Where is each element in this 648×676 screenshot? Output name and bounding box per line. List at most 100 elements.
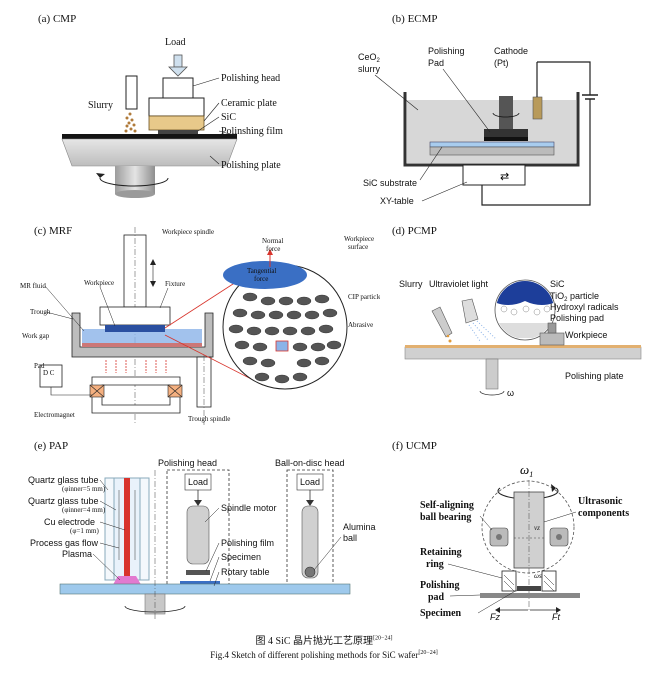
caption-en-text: Fig.4 Sketch of different polishing meth… [210, 650, 419, 660]
mr-fluid [82, 329, 202, 345]
pad-spindle [499, 96, 513, 129]
cip-label: CIP particle [348, 293, 380, 301]
plate-label: Polishing plate [221, 160, 281, 171]
substrate-label: SiC substrate [363, 178, 417, 188]
pad-label-2: pad [428, 592, 445, 603]
panel-title: (f) UCMP [392, 440, 437, 452]
spindle-label: Workpiece spindle [162, 228, 214, 236]
polishing-pad [484, 129, 528, 137]
panel-title: (e) PAP [34, 440, 69, 452]
cathode-label-2: (Pt) [494, 58, 509, 68]
gas-label: Process gas flow [30, 538, 99, 548]
film-label: Polinshing film [221, 126, 283, 137]
polishing-head [162, 77, 194, 99]
load-arrow [168, 54, 188, 77]
ball-head-box [286, 469, 334, 591]
uv-lamp [461, 298, 479, 324]
workpiece [105, 325, 165, 332]
slurry-label: Slurry [399, 279, 423, 289]
circuit-wire [537, 61, 591, 95]
plate-label: Polishing plate [565, 371, 624, 381]
panel-title: (b) ECMP [392, 13, 438, 25]
rotary-table [59, 583, 351, 595]
specimen-label: Specimen [420, 608, 462, 619]
polishing-head-label: Polishing head [221, 73, 280, 84]
mr-fluid-label: MR fluid [20, 282, 46, 290]
xy-arrows-icon: ⇄ [500, 170, 509, 183]
sic-substrate [429, 141, 555, 148]
ft-label: Ft [552, 612, 560, 622]
panel-ucmp: (f) UCMP ω1 Fz Ft vz ωs Self-aligning ba… [380, 430, 648, 625]
specimen-label: Specimen [221, 552, 261, 562]
caption-cn-ref: [20−24] [373, 635, 393, 642]
electromagnet-label: Electromagnet [34, 411, 75, 419]
retaining-ring-right [541, 570, 557, 592]
polishing-film [186, 570, 210, 575]
specimen [517, 586, 541, 591]
plate-shaft-base [115, 190, 155, 198]
panel-ecmp: (b) ECMP ⇄ CeO2 slurry Polishing Pad Cat… [330, 0, 648, 215]
sic-zoom [496, 281, 554, 305]
tio2-label: TiO2 particle [550, 291, 599, 303]
cmp-diagram: Load Slurry Polishing head Ceramic plate… [61, 37, 283, 198]
workpiece-surface [223, 261, 307, 289]
field-lines [105, 360, 167, 373]
head-block [148, 97, 205, 117]
plasma-label: Plasma [62, 549, 92, 559]
slurry-drops [124, 112, 137, 133]
rotation-arrow [99, 177, 169, 187]
bearing-label-1: Self-aligning [420, 500, 474, 511]
slurry-nozzle [125, 75, 138, 110]
caption-cn: 图 4 SiC 晶片抛光工艺原理[20−24] [0, 632, 648, 647]
slurry-nozzle [431, 306, 453, 338]
bearing-label-2: ball bearing [420, 512, 471, 523]
caption-en: Fig.4 Sketch of different polishing meth… [0, 650, 648, 660]
workpiece-label: Workpiece [565, 330, 607, 340]
dc-label: D C [43, 369, 55, 377]
bearing-outline [481, 480, 575, 574]
quartz1-label: Quartz glass tube [28, 475, 99, 485]
cathode-label-1: Cathode [494, 46, 528, 56]
cu-electrode [124, 478, 130, 576]
mrf-diagram: D C Workpiece spindle Normal force Tange… [20, 227, 380, 425]
workpiece-label: Workpiece [84, 279, 114, 287]
pad-label: Polishing pad [550, 313, 604, 323]
uv-label: Ultraviolet light [429, 279, 489, 289]
load-label: Load [165, 37, 186, 48]
pad-label-2: Pad [428, 58, 444, 68]
ball-rod [301, 505, 319, 579]
load-label-1: Load [188, 477, 208, 487]
workpiece-holder [539, 332, 565, 346]
plate-shaft [485, 358, 499, 390]
slurry-label: slurry [358, 64, 380, 74]
pad-zoom [496, 323, 554, 338]
omega-label: ω [507, 388, 514, 398]
panel-title: (a) CMP [38, 13, 77, 25]
slurry-drops [446, 334, 452, 343]
xy-table-label: XY-table [380, 196, 414, 206]
wp-surface-1: Workpiece [344, 235, 374, 243]
alumina-label-1: Alumina [343, 522, 376, 532]
plate-shaft [115, 166, 155, 194]
load-label-2: Load [300, 477, 320, 487]
spindle-motor [186, 505, 210, 565]
omega-s-label: ωs [534, 572, 542, 580]
ucmp-diagram: ω1 Fz Ft vz ωs Self-aligning ball bearin… [420, 462, 629, 622]
sic-wafer [158, 130, 198, 134]
fz-label: Fz [490, 612, 500, 622]
alumina-ball [304, 566, 316, 578]
caption-cn-text: 图 4 SiC 晶片抛光工艺原理 [255, 636, 374, 647]
normal-force-1: Normal [262, 237, 283, 245]
pad-layer [484, 137, 528, 141]
panel-title: (c) MRF [34, 225, 73, 237]
ceramic-plate [148, 115, 205, 131]
cip-particles [228, 292, 342, 384]
ball-head-label: Ball-on-disc head [275, 458, 345, 468]
polishing-plate [61, 138, 238, 167]
retain-label-2: ring [426, 559, 444, 570]
tangential-1: Tangential [247, 267, 276, 275]
pcmp-diagram: Slurry Ultraviolet light SiC TiO2 partic… [399, 279, 642, 398]
omega1-label: ω1 [520, 462, 533, 479]
retaining-ring-left [501, 570, 517, 592]
xy-table [462, 164, 526, 186]
